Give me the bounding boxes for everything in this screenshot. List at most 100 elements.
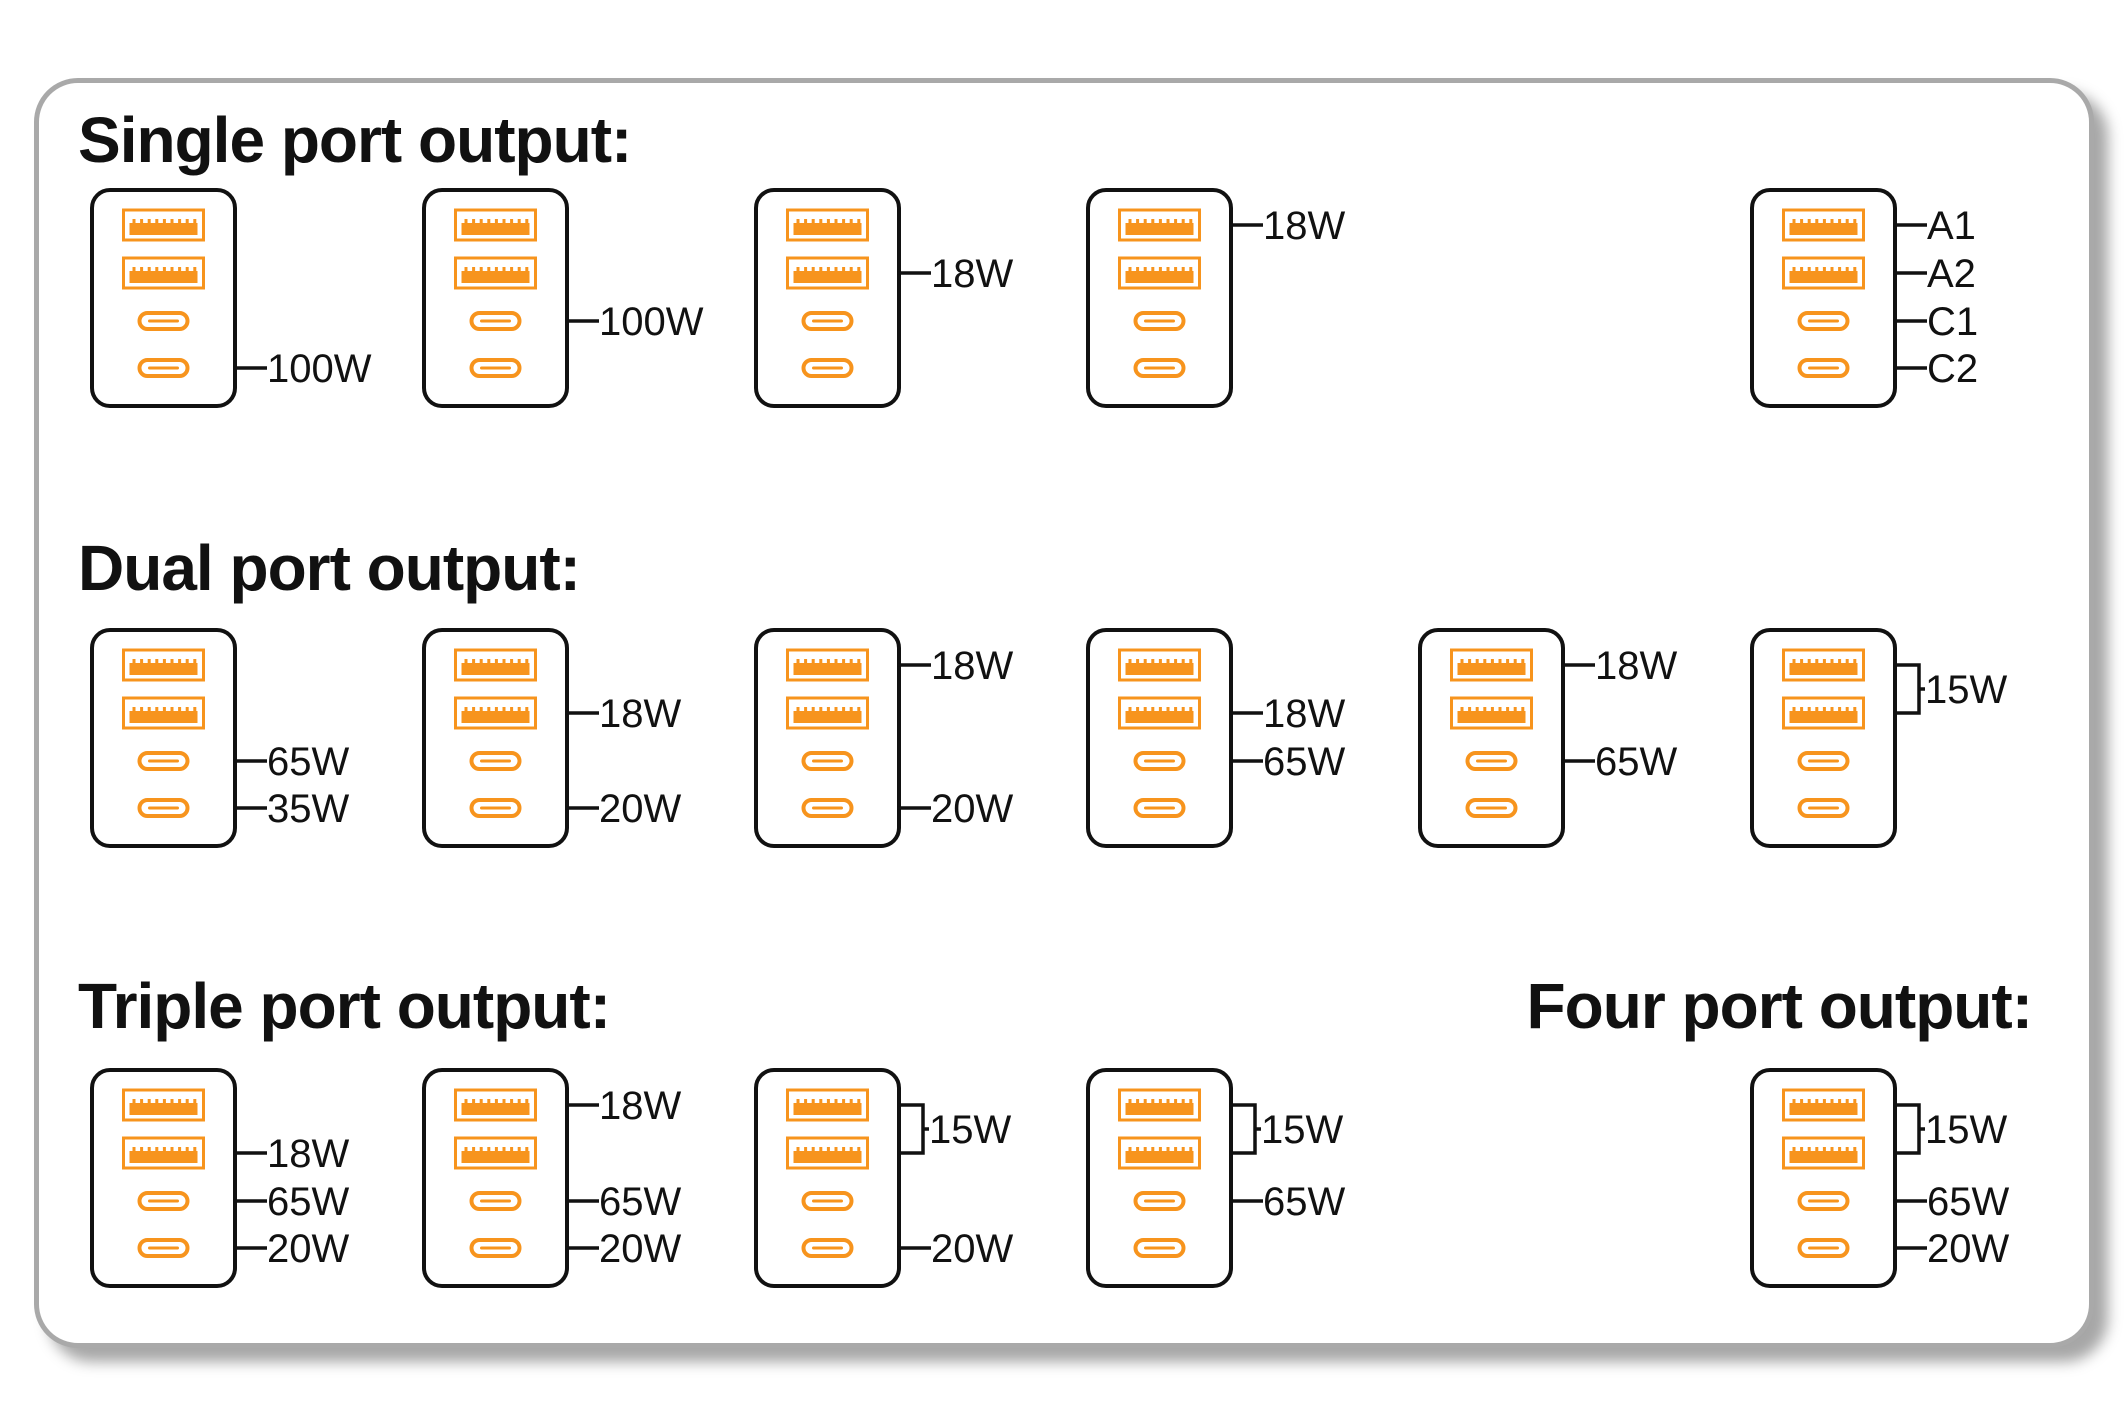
usb-a-port-a1 (1782, 1088, 1865, 1122)
power-label: 15W (899, 1103, 1011, 1155)
usb-c-port-c2 (137, 798, 190, 818)
power-label: 65W (565, 1180, 681, 1224)
triple-port-title: Triple port output: (78, 970, 610, 1042)
usb-a-port-a1 (454, 208, 537, 242)
power-label: 65W (233, 1180, 349, 1224)
power-label: 100W (233, 347, 372, 391)
power-value: 65W (599, 1180, 681, 1224)
usb-a-port-a2 (1782, 256, 1865, 290)
charger-single-c1: 100W (422, 188, 704, 408)
charger-triple-a1-a2-c2: 15W 20W (754, 1068, 1013, 1288)
charger-body (422, 628, 569, 848)
usb-a-port-a2 (786, 1136, 869, 1170)
charger-body (754, 1068, 901, 1288)
charger-body (1750, 628, 1897, 848)
charger-body (1750, 188, 1897, 408)
power-value: 18W (267, 1132, 349, 1176)
charger-body (422, 1068, 569, 1288)
power-label: 35W (233, 787, 349, 831)
usb-a-port-a1 (1118, 1088, 1201, 1122)
usb-a-port-a2 (1450, 696, 1533, 730)
usb-a-port-a2 (786, 696, 869, 730)
usb-a-port-a1 (1782, 208, 1865, 242)
power-label: 20W (233, 1227, 349, 1271)
power-value: 18W (1263, 692, 1345, 736)
charger-body (754, 188, 901, 408)
usb-c-port-c1 (469, 1191, 522, 1211)
power-label: C1 (1893, 300, 1978, 344)
charger-body (90, 1068, 237, 1288)
power-label: 100W (565, 300, 704, 344)
usb-c-port-c1 (137, 311, 190, 331)
usb-a-port-a2 (1118, 256, 1201, 290)
power-label: 18W (897, 252, 1013, 296)
usb-c-port-c2 (1797, 798, 1850, 818)
power-value: 100W (267, 347, 372, 391)
usb-a-port-a1 (1118, 648, 1201, 682)
power-label: 65W (1229, 740, 1345, 784)
power-value: 18W (599, 692, 681, 736)
power-label: 65W (1561, 740, 1677, 784)
usb-c-port-c2 (1797, 358, 1850, 378)
power-value: 65W (267, 740, 349, 784)
power-label: 20W (565, 787, 681, 831)
power-label: 18W (1561, 644, 1677, 688)
power-value: 18W (931, 644, 1013, 688)
usb-c-port-c2 (469, 1238, 522, 1258)
usb-c-port-c2 (801, 358, 854, 378)
usb-c-port-c2 (1133, 798, 1186, 818)
usb-c-port-c1 (1797, 311, 1850, 331)
usb-a-port-a1 (786, 208, 869, 242)
power-value: 15W (1925, 668, 2007, 712)
usb-a-port-a1 (786, 648, 869, 682)
charger-single-c2: 100W (90, 188, 372, 408)
usb-c-port-c2 (137, 1238, 190, 1258)
bracket-connector (1895, 1103, 1921, 1155)
usb-a-port-a1 (1782, 648, 1865, 682)
usb-c-port-c2 (1133, 1238, 1186, 1258)
power-value: 18W (1595, 644, 1677, 688)
power-value: 15W (1925, 1108, 2007, 1152)
usb-a-port-a2 (122, 696, 205, 730)
power-label: 65W (233, 740, 349, 784)
usb-c-port-c1 (469, 311, 522, 331)
usb-c-port-c1 (1465, 751, 1518, 771)
four-port-title: Four port output: (1527, 970, 2032, 1042)
usb-a-port-a1 (122, 208, 205, 242)
power-value: 15W (1261, 1108, 1343, 1152)
usb-a-port-a2 (1118, 1136, 1201, 1170)
usb-c-port-c2 (1465, 798, 1518, 818)
usb-a-port-a2 (1782, 1136, 1865, 1170)
usb-c-port-c2 (1797, 1238, 1850, 1258)
charger-body (1418, 628, 1565, 848)
charger-body (1086, 1068, 1233, 1288)
usb-c-port-c1 (1133, 1191, 1186, 1211)
usb-a-port-a1 (786, 1088, 869, 1122)
usb-c-port-c2 (801, 798, 854, 818)
power-label: 20W (565, 1227, 681, 1271)
bracket-connector (899, 1103, 925, 1155)
power-label: 20W (897, 1227, 1013, 1271)
usb-c-port-c2 (137, 358, 190, 378)
power-label: 18W (897, 644, 1013, 688)
charger-single-a2: 18W (754, 188, 1013, 408)
power-label: 18W (565, 1084, 681, 1128)
usb-c-port-c2 (469, 798, 522, 818)
power-value: 100W (599, 300, 704, 344)
power-value: A1 (1927, 204, 1976, 248)
charger-dual-a1-a2: 15W (1750, 628, 2007, 848)
power-label: 18W (1229, 692, 1345, 736)
usb-a-port-a1 (122, 1088, 205, 1122)
power-value: 15W (929, 1108, 1011, 1152)
usb-a-port-a2 (786, 256, 869, 290)
power-value: 65W (1927, 1180, 2009, 1224)
power-label: 65W (1893, 1180, 2009, 1224)
power-value: 65W (1595, 740, 1677, 784)
power-value: 18W (931, 252, 1013, 296)
